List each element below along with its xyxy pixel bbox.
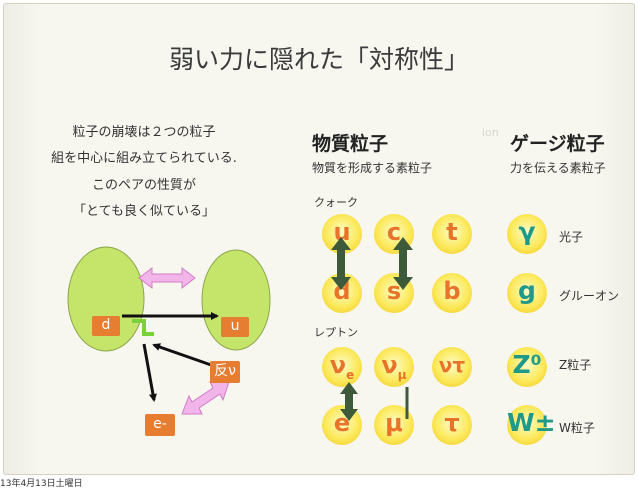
lepton-nu-mu: νμ — [374, 347, 414, 387]
quark-b: b — [432, 273, 472, 313]
gluon-label: グルーオン — [559, 289, 620, 303]
gauge-photon: γ — [507, 214, 547, 254]
z-boson-label: Z粒子 — [559, 358, 592, 372]
down-quark-box: d — [92, 316, 120, 336]
matter-heading: 物質粒子 — [312, 133, 389, 155]
gauge-w-boson: W± — [507, 405, 556, 445]
arrow-vertex-to-e — [142, 343, 157, 402]
antineutrino-box: 反ν — [210, 361, 240, 383]
w-boson-label: W粒子 — [559, 421, 595, 435]
quark-c: c — [374, 214, 414, 254]
blob-left — [67, 246, 145, 352]
pair-arrows — [331, 237, 413, 421]
lepton-label: レプトン — [314, 326, 358, 339]
timestamp: 13年4月13日土曜日 — [0, 479, 83, 489]
pair-arrow-nu-e — [340, 382, 358, 421]
matter-subheading: 物質を形成する素粒子 — [312, 161, 433, 175]
lepton-nu-e: νe — [322, 347, 362, 387]
quark-t: t — [432, 214, 472, 254]
nu-mu-symbol: ν — [381, 351, 398, 379]
notebook-page: 弱い力に隠れた「対称性」 粒子の崩壊は２つの粒子 組を中心に組み立てられている.… — [3, 3, 635, 475]
page-title: 弱い力に隠れた「対称性」 — [168, 45, 469, 74]
gauge-z-boson: Z⁰ — [507, 347, 547, 387]
nu-mu-subscript: μ — [397, 368, 407, 382]
up-quark-box: u — [221, 317, 249, 337]
arrow-nu-to-vertex — [152, 343, 215, 368]
gauge-gluon: g — [507, 273, 547, 313]
ghost-text: ion — [482, 126, 499, 139]
description-line-3: このペアの性質が — [91, 178, 196, 193]
green-link — [132, 319, 154, 336]
description-line-2: 組を中心に組み立てられている. — [51, 151, 237, 166]
decay-diagram — [67, 246, 271, 415]
quark-label: クォーク — [314, 196, 358, 209]
electron-box: e- — [145, 414, 175, 436]
blob-right — [201, 249, 271, 351]
photon-label: 光子 — [559, 230, 584, 244]
nu-e-subscript: e — [346, 368, 355, 382]
lepton-tau: τ — [432, 405, 472, 445]
description-line-4: 「とても良く似ている」 — [73, 204, 215, 219]
gauge-subheading: 力を伝える素粒子 — [510, 161, 606, 175]
pair-arrow-cs — [393, 237, 413, 290]
gauge-heading: ゲージ粒子 — [510, 133, 605, 155]
lepton-nu-tau: ντ — [432, 347, 472, 387]
pink-double-arrow-top — [138, 266, 196, 290]
quark-u: u — [322, 214, 362, 254]
description-line-1: 粒子の崩壊は２つの粒子 — [72, 125, 216, 140]
nu-e-symbol: ν — [329, 351, 347, 379]
pair-arrow-ud — [331, 237, 351, 290]
